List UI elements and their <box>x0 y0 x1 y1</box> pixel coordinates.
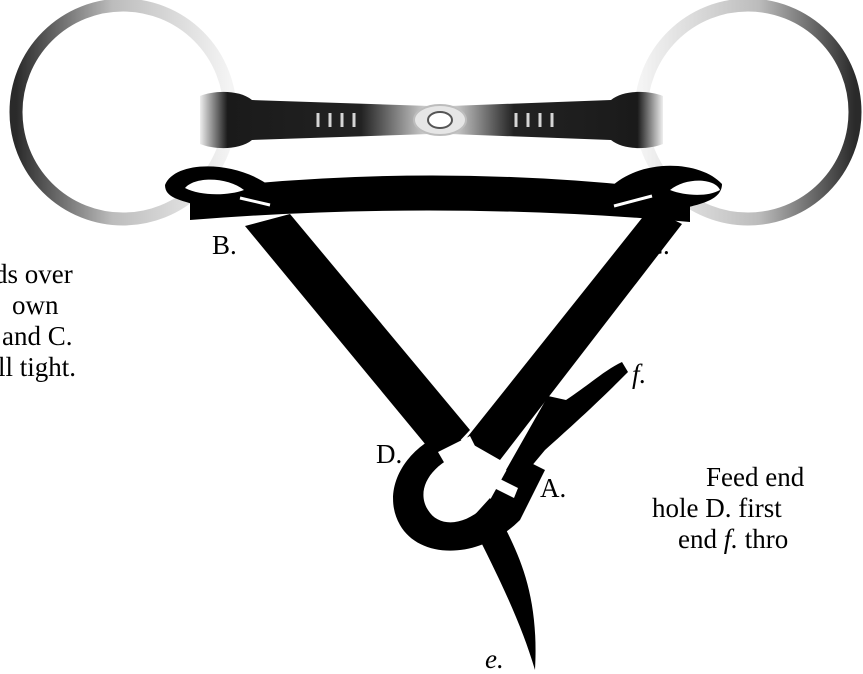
label-e: e. <box>485 644 504 674</box>
left-note-line-4: ll tight. <box>0 352 160 383</box>
right-note-line-3: end f. thro <box>678 524 863 555</box>
left-note-line-1: ds over <box>0 259 160 290</box>
right-note-line-2: hole D. first <box>652 493 863 524</box>
label-d: D. <box>376 439 402 469</box>
left-instructions: ds over own and C. ll tight. <box>0 259 160 383</box>
mouthpiece <box>200 92 663 148</box>
label-f: f. <box>632 359 646 389</box>
label-c: C. <box>645 230 670 260</box>
right-note-line-3-prefix: end <box>678 524 724 554</box>
right-instructions: Feed end hole D. first end f. thro <box>650 462 863 555</box>
strap-b-to-d <box>245 214 470 462</box>
left-note-line-2: own <box>12 290 160 321</box>
label-a: A. <box>540 473 566 503</box>
top-strap <box>165 166 722 222</box>
right-note-line-1: Feed end <box>706 462 863 493</box>
left-note-line-3: and C. <box>2 321 160 352</box>
right-note-line-3-suffix: thro <box>738 524 788 554</box>
label-b: B. <box>212 230 237 260</box>
right-note-line-3-italic: f. <box>724 524 738 554</box>
